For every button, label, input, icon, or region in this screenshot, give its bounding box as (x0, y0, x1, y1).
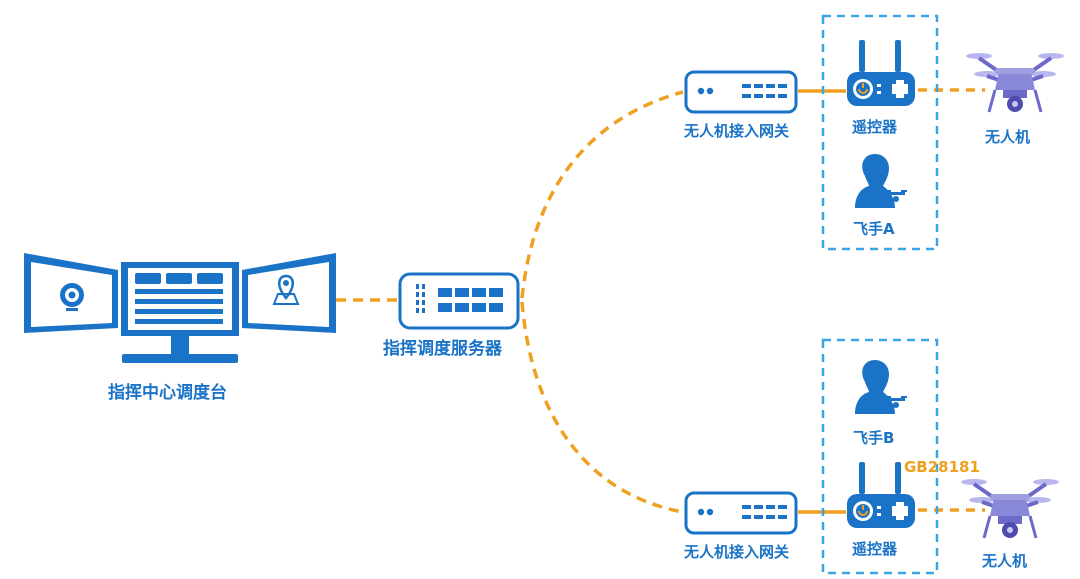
triple-monitor-icon (20, 248, 338, 370)
drone-top-label: 无人机 (985, 128, 1031, 146)
remote-controller-icon (845, 460, 917, 530)
gateway-bottom-label: 无人机接入网关 (684, 543, 790, 561)
remote-controller-icon (845, 38, 917, 108)
link-server-gateway-bottom (520, 301, 684, 514)
server-label: 指挥调度服务器 (383, 339, 502, 359)
server-icon (398, 272, 520, 330)
protocol-label: GB28181 (904, 458, 980, 476)
link-server-gateway-top (520, 90, 684, 299)
pilot-b-label: 飞手B (853, 429, 895, 447)
gateway-top-label: 无人机接入网关 (684, 122, 790, 140)
controller-bottom-label: 遥控器 (852, 540, 898, 558)
gateway-icon (684, 491, 798, 535)
drone-bottom-label: 无人机 (982, 552, 1028, 570)
console-label: 指挥中心调度台 (108, 383, 227, 403)
gateway-icon (684, 70, 798, 114)
controller-top-label: 遥控器 (852, 118, 898, 136)
drone-icon (965, 46, 1065, 120)
pilot-icon (853, 152, 907, 210)
group-box-top (821, 14, 939, 251)
drone-icon (960, 472, 1060, 546)
group-box-bottom (821, 338, 939, 575)
pilot-icon (853, 358, 907, 416)
pilot-a-label: 飞手A (853, 220, 895, 238)
